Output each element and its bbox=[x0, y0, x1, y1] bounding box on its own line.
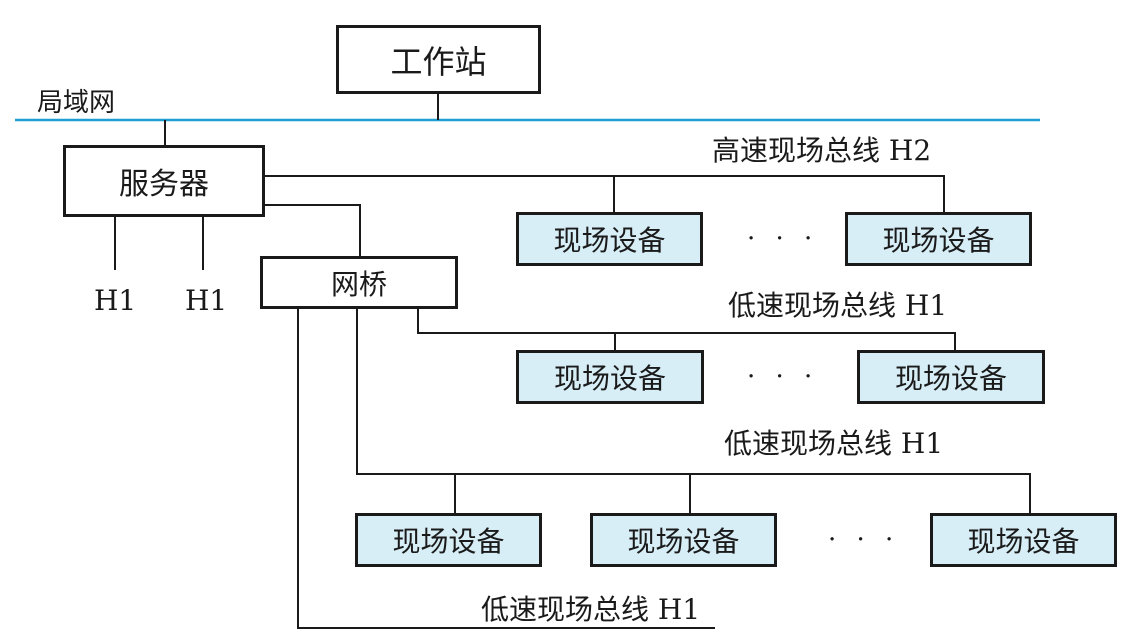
lan-label: 局域网 bbox=[37, 88, 116, 118]
server-h1-left-label: H1 bbox=[94, 284, 137, 317]
h1b-device-1: 现场设备 bbox=[355, 513, 542, 567]
h2-ellipsis: · · · bbox=[747, 224, 819, 254]
h2-device-2: 现场设备 bbox=[845, 212, 1032, 266]
h1a-bus-line bbox=[417, 309, 956, 350]
h1b-device-2: 现场设备 bbox=[590, 513, 777, 567]
bridge-node: 网桥 bbox=[260, 256, 458, 309]
server-node: 服务器 bbox=[63, 145, 265, 217]
h1a-bus-label: 低速现场总线 H1 bbox=[728, 289, 948, 322]
h1a-device-1: 现场设备 bbox=[516, 350, 704, 404]
h1a-ellipsis: · · · bbox=[747, 362, 819, 392]
workstation-node: 工作站 bbox=[336, 25, 541, 94]
server-h1-right-label: H1 bbox=[185, 284, 228, 317]
h1b-bus-label: 低速现场总线 H1 bbox=[724, 427, 944, 460]
h1a-device-2: 现场设备 bbox=[857, 350, 1045, 404]
h1b-device-3: 现场设备 bbox=[930, 513, 1117, 567]
h1c-bus-line bbox=[297, 309, 715, 629]
h2-bus-label: 高速现场总线 H2 bbox=[712, 134, 932, 167]
server-bridge-line bbox=[265, 204, 361, 256]
h1c-bus-label: 低速现场总线 H1 bbox=[481, 593, 701, 626]
h1b-ellipsis: · · · bbox=[828, 525, 900, 555]
h2-bus-line bbox=[265, 175, 945, 212]
h1b-bus-line bbox=[356, 309, 1031, 513]
h2-device-1: 现场设备 bbox=[516, 212, 703, 266]
